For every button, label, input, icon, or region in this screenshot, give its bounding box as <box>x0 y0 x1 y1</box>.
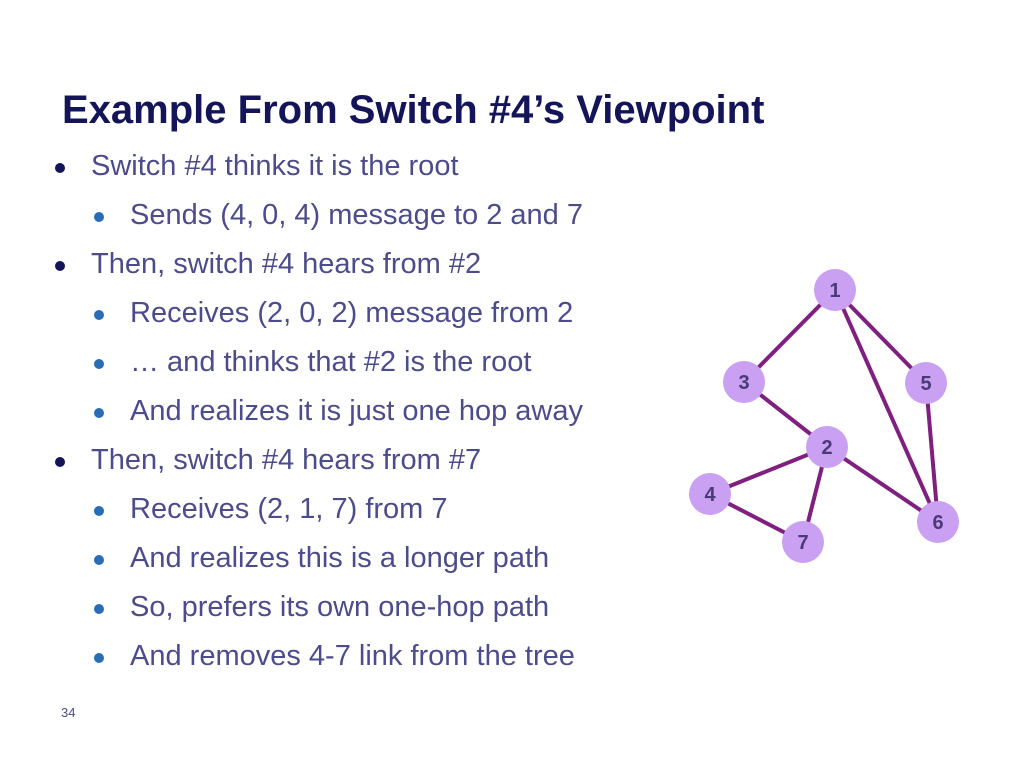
sub-bullet-item: Receives (2, 1, 7) from 7 <box>94 493 448 526</box>
bullet-dot-icon <box>94 212 104 222</box>
bullet-text: Then, switch #4 hears from #2 <box>91 248 482 280</box>
sub-bullet-item: Receives (2, 0, 2) message from 2 <box>94 297 574 330</box>
bullet-text: And realizes it is just one hop away <box>130 395 583 427</box>
node-3: 3 <box>723 361 765 403</box>
sub-bullet-item: And removes 4-7 link from the tree <box>94 640 575 673</box>
node-circle <box>723 361 765 403</box>
bullet-text: Receives (2, 1, 7) from 7 <box>130 493 448 525</box>
bullet-item: Switch #4 thinks it is the root <box>55 150 459 183</box>
node-6: 6 <box>917 501 959 543</box>
sub-bullet-item: … and thinks that #2 is the root <box>94 346 532 379</box>
bullet-text: And realizes this is a longer path <box>130 542 550 574</box>
node-circle <box>814 269 856 311</box>
node-label: 7 <box>797 532 808 554</box>
bullet-dot-icon <box>94 653 104 663</box>
node-label: 2 <box>821 437 832 459</box>
node-circle <box>905 362 947 404</box>
bullet-text: … and thinks that #2 is the root <box>130 346 532 378</box>
bullet-dot-icon <box>94 555 104 565</box>
edge-1-6 <box>833 289 940 523</box>
bullet-item: Then, switch #4 hears from #2 <box>55 248 482 281</box>
sub-bullet-item: So, prefers its own one-hop path <box>94 591 550 624</box>
bullet-dot-icon <box>94 310 104 320</box>
node-circle <box>689 473 731 515</box>
bullet-dot-icon <box>55 457 65 467</box>
edge-1-3 <box>742 288 837 384</box>
bullet-item: Then, switch #4 hears from #7 <box>55 444 482 477</box>
bullet-dot-icon <box>94 359 104 369</box>
bullet-text: So, prefers its own one-hop path <box>130 591 550 623</box>
bullet-text: Sends (4, 0, 4) message to 2 and 7 <box>130 199 583 231</box>
node-1: 1 <box>814 269 856 311</box>
node-label: 5 <box>920 373 931 395</box>
node-2: 2 <box>806 426 848 468</box>
network-diagram: 1 2 3 4 5 6 7 <box>689 269 959 563</box>
node-4: 4 <box>689 473 731 515</box>
bullet-dot-icon <box>94 408 104 418</box>
edge-2-6 <box>825 445 940 524</box>
node-label: 4 <box>704 484 716 506</box>
node-label: 1 <box>829 280 840 302</box>
bullet-text: Switch #4 thinks it is the root <box>91 150 459 182</box>
node-circle <box>917 501 959 543</box>
sub-bullet-item: And realizes it is just one hop away <box>94 395 583 428</box>
node-7: 7 <box>782 521 824 563</box>
edge-5-6 <box>924 382 940 523</box>
bullet-dot-icon <box>55 261 65 271</box>
sub-bullet-item: Sends (4, 0, 4) message to 2 and 7 <box>94 199 583 232</box>
edge-1-5 <box>833 288 928 385</box>
bullet-dot-icon <box>94 604 104 614</box>
slide-number: 34 <box>61 705 76 720</box>
node-circle <box>782 521 824 563</box>
slide-title: Example From Switch #4’s Viewpoint <box>62 88 765 132</box>
node-label: 6 <box>932 512 943 534</box>
bullet-text: And removes 4-7 link from the tree <box>130 640 575 672</box>
bullet-text: Receives (2, 0, 2) message from 2 <box>130 297 574 329</box>
node-label: 3 <box>738 372 749 394</box>
bullet-dot-icon <box>55 163 65 173</box>
bullet-dot-icon <box>94 506 104 516</box>
node-circle <box>806 426 848 468</box>
edge-2-4 <box>709 445 828 496</box>
node-5: 5 <box>905 362 947 404</box>
bullet-text: Then, switch #4 hears from #7 <box>91 444 482 476</box>
sub-bullet-item: And realizes this is a longer path <box>94 542 550 575</box>
